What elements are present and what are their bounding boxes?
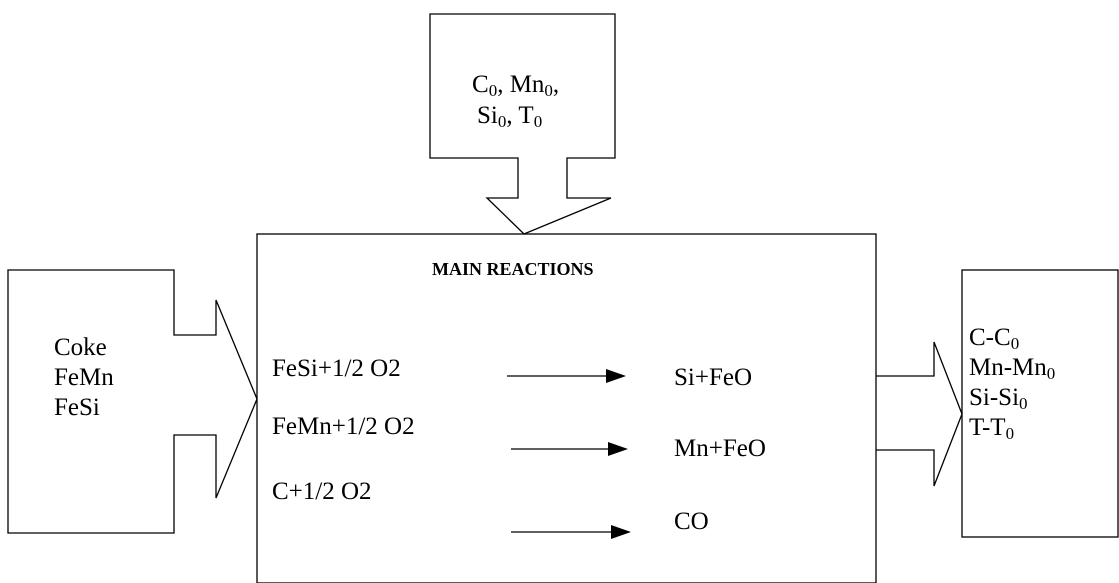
reaction-1-product: Si+FeO [674, 364, 753, 391]
subscript: 0 [1046, 364, 1056, 383]
subscript: 0 [1019, 394, 1028, 413]
left-input-callout [7, 269, 258, 534]
reaction-2-reactant: FeMn+1/2 O2 [272, 413, 415, 440]
main-reactions-title: MAIN REACTIONS [432, 259, 594, 279]
output-arrow [876, 341, 963, 487]
subscript: 0 [1005, 424, 1015, 443]
reaction-3-product: CO [674, 508, 709, 535]
top-box-line-1: C0, Mn0, [472, 71, 560, 100]
main-reactions-box [256, 233, 877, 583]
subscript: 0 [544, 81, 553, 100]
input-item-coke: Coke [54, 334, 107, 361]
subscript: 0 [533, 112, 543, 131]
reaction-arrow-1 [507, 369, 626, 383]
reaction-1-reactant: FeSi+1/2 O2 [272, 355, 401, 382]
subscript: 0 [1010, 334, 1020, 353]
output-item-temperature: T-T0 [969, 414, 1015, 443]
output-box [961, 269, 1119, 538]
output-item-silicon: Si-Si0 [969, 384, 1028, 413]
output-item-carbon: C-C0 [969, 324, 1020, 353]
input-item-fesi: FeSi [54, 394, 100, 421]
top-input-callout [429, 13, 616, 235]
reaction-arrow-2 [511, 442, 628, 456]
top-box-line-2: Si0, T0 [477, 102, 543, 131]
output-item-manganese: Mn-Mn0 [969, 354, 1056, 383]
subscript: 0 [497, 112, 507, 131]
input-item-femn: FeMn [54, 364, 114, 391]
reaction-2-product: Mn+FeO [674, 435, 766, 462]
subscript: 0 [488, 81, 498, 100]
reaction-3-reactant: C+1/2 O2 [272, 478, 372, 505]
reaction-arrow-3 [511, 525, 631, 539]
